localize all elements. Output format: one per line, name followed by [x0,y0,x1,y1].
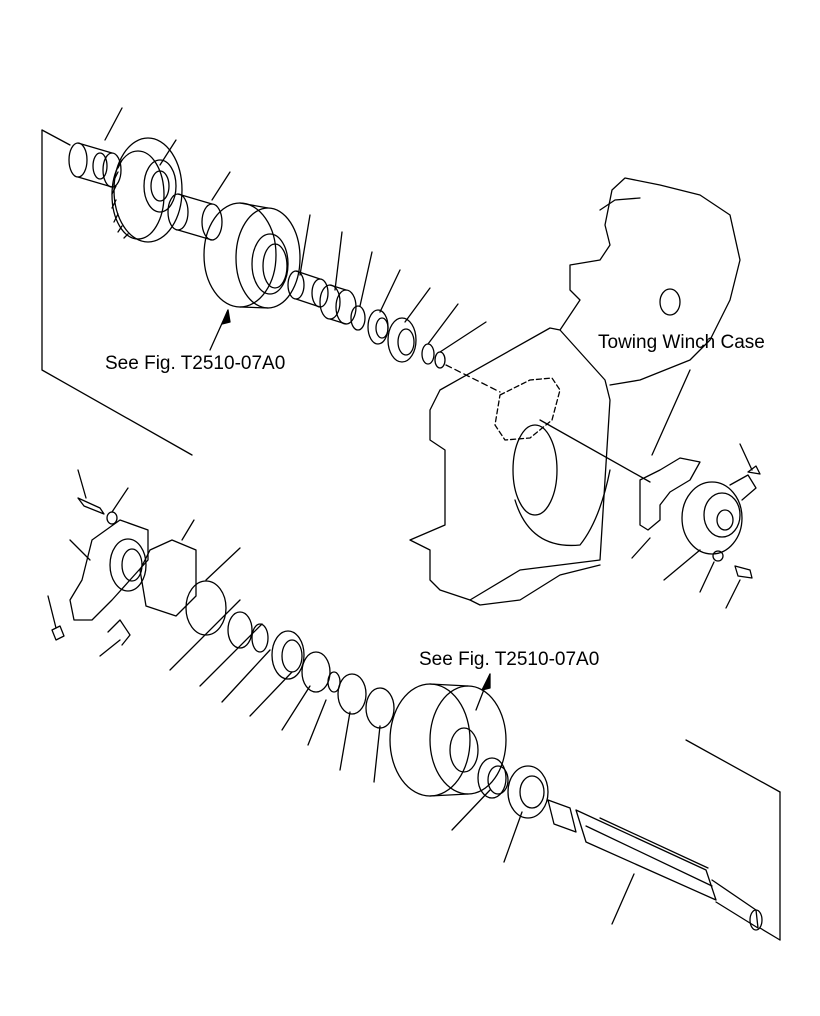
upper-assembly-frame [42,130,192,455]
reference-label-bottom: See Fig. T2510-07A0 [419,649,600,670]
lower-assembly-left [48,470,148,656]
upper-parts-row [69,108,500,392]
cover-plate [632,370,760,608]
sleeve-part [168,194,222,240]
lower-bearing [452,758,548,862]
collar-part [388,318,416,362]
spacer-part [368,310,388,344]
hub-part [288,271,328,307]
lower-clutch-drum [390,674,506,796]
o-ring-part [186,581,226,635]
reference-label-top: See Fig. T2510-07A0 [105,353,286,374]
towing-winch-case-label: Towing Winch Case [598,332,765,353]
lower-parts-row [140,520,394,782]
snap-ring-part [351,306,365,330]
lower-assembly-frame [686,740,780,940]
snap-ring-part [422,344,434,364]
splined-shaft [548,800,762,930]
towing-winch-case [410,178,740,605]
bevel-gear-part [112,138,182,242]
clutch-drum-part [204,203,300,308]
washer-part [435,352,445,368]
